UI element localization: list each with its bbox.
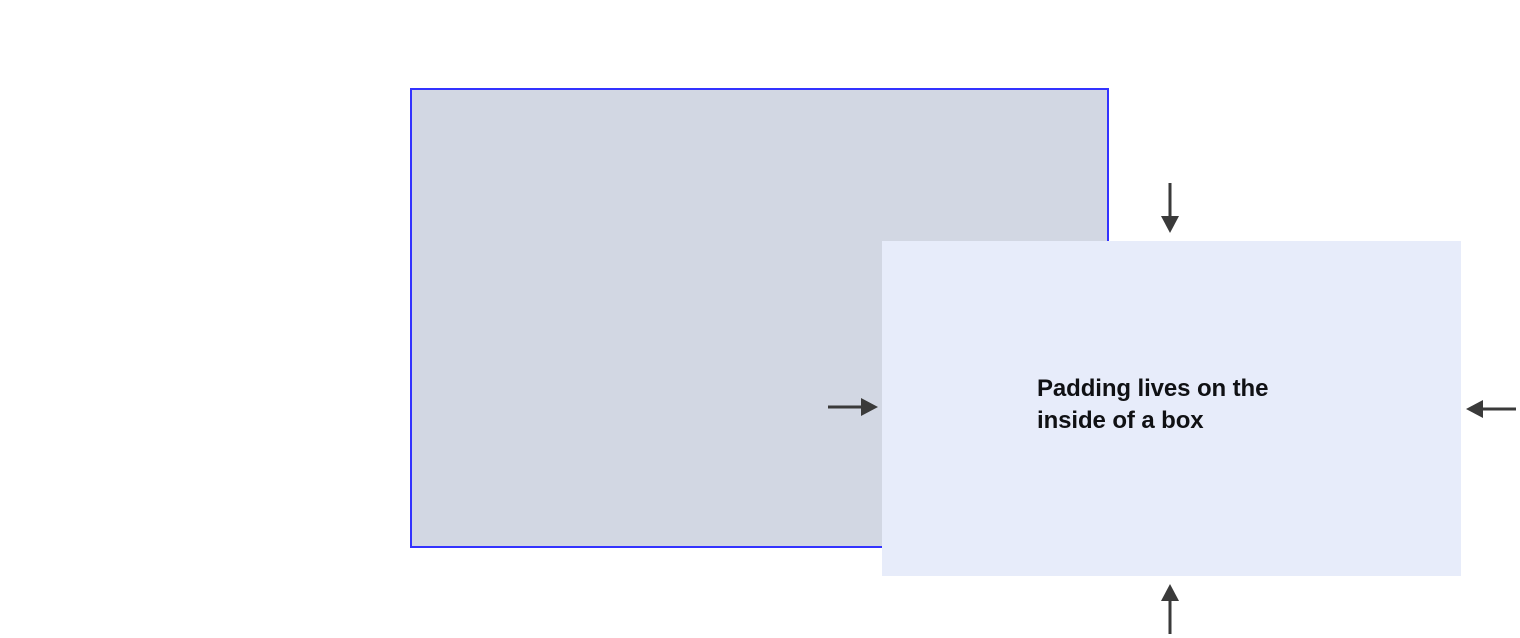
arrow-right-icon bbox=[828, 398, 878, 416]
arrow-down-icon bbox=[1161, 183, 1179, 233]
border-box: Padding lives on the inside of a box bbox=[410, 88, 1516, 634]
content-box bbox=[882, 241, 1461, 576]
arrow-left-icon bbox=[1466, 400, 1516, 418]
arrow-up-icon bbox=[1161, 584, 1179, 634]
content-label: Padding lives on the inside of a box bbox=[1037, 375, 1269, 434]
